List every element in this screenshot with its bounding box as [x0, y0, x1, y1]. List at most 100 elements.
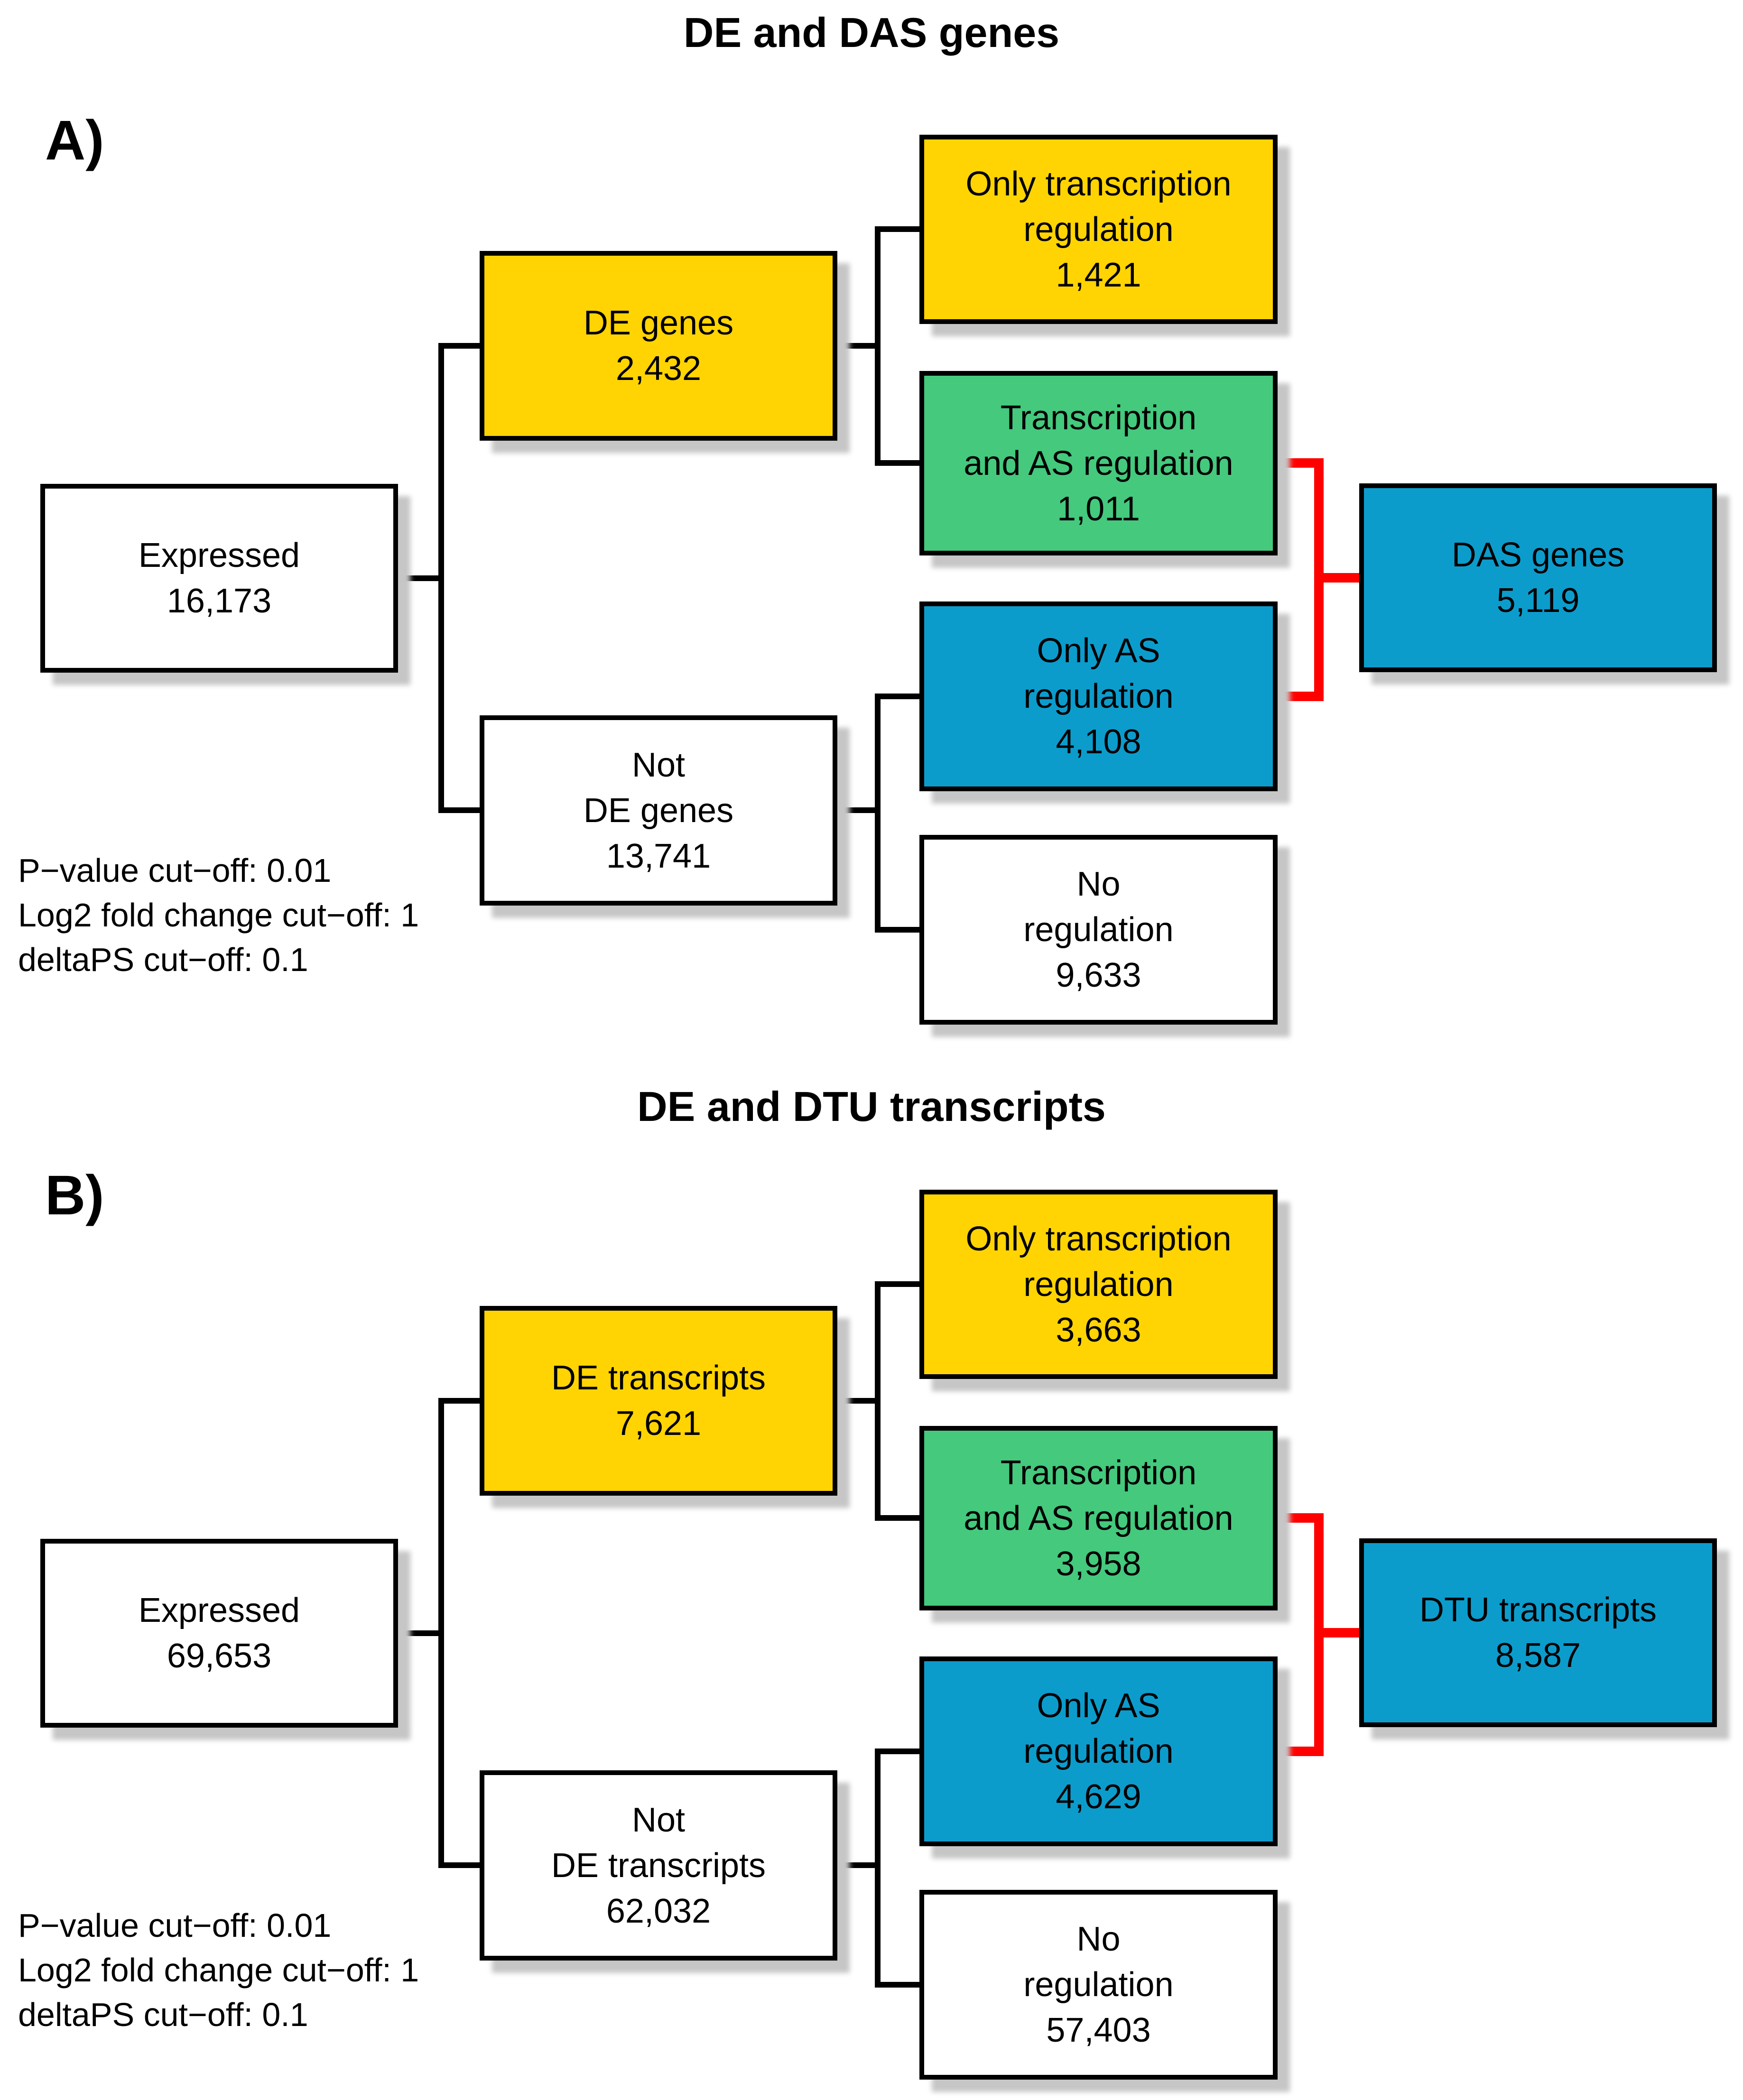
node-only-transcription-regulation-b: Only transcription regulation 3,663 [919, 1190, 1278, 1379]
node-text-line: DAS genes [1451, 536, 1625, 574]
node-text-line: Expressed [138, 1591, 300, 1629]
das-link-line [1278, 458, 1324, 468]
connector-line [837, 1862, 881, 1868]
node-text-line: regulation [1023, 1966, 1174, 2004]
node-transcription-and-as-regulation-a: Transcription and AS regulation 1,011 [919, 371, 1278, 555]
panel-a-title: DE and DAS genes [683, 9, 1060, 56]
node-text-line: Transcription [1000, 398, 1197, 437]
node-only-as-regulation-a: Only AS regulation 4,108 [919, 601, 1278, 791]
connector-line [837, 1398, 881, 1404]
node-text-line: Only transcription [965, 1220, 1232, 1258]
cutoff-line: Log2 fold change cut−off: 1 [18, 897, 419, 934]
connector-line [438, 807, 480, 813]
node-text-line: regulation [1023, 911, 1174, 949]
dtu-link-line [1314, 1628, 1359, 1637]
node-dtu-transcripts: DTU transcripts 8,587 [1359, 1538, 1717, 1727]
connector-line [837, 807, 881, 813]
connector-line [438, 1862, 480, 1868]
connector-line [875, 1281, 919, 1287]
node-value: 4,108 [1056, 723, 1141, 761]
connector-line [875, 226, 919, 232]
node-text-line: Not [631, 1801, 686, 1839]
node-text-line: regulation [1023, 1265, 1174, 1304]
node-only-transcription-regulation-a: Only transcription regulation 1,421 [919, 135, 1278, 324]
connector-line [438, 1398, 444, 1868]
node-das-genes: DAS genes 5,119 [1359, 483, 1717, 672]
node-value: 13,741 [606, 837, 711, 875]
connector-line [875, 694, 881, 933]
cutoff-annotations-a: P−value cut−off: 0.01 Log2 fold change c… [18, 848, 419, 982]
node-text-line: regulation [1023, 210, 1174, 249]
node-value: 16,173 [167, 582, 272, 620]
das-link-line [1314, 573, 1359, 583]
node-value: 2,432 [615, 350, 702, 388]
node-only-as-regulation-b: Only AS regulation 4,629 [919, 1656, 1278, 1846]
panel-b-label: B) [45, 1164, 104, 1227]
connector-line [875, 226, 881, 466]
node-text-line: Not [631, 746, 686, 784]
node-text-line: regulation [1023, 677, 1174, 715]
node-text-line: DE transcripts [551, 1846, 766, 1885]
node-text-line: DE genes [583, 791, 734, 830]
node-text-line: Only transcription [965, 165, 1232, 203]
node-not-de-transcripts: Not DE transcripts 62,032 [480, 1770, 837, 1961]
connector-line [438, 1398, 480, 1404]
node-value: 69,653 [167, 1637, 272, 1675]
node-text-line: DE genes [583, 304, 734, 342]
connector-line [875, 1281, 881, 1521]
node-text-line: DE transcripts [551, 1359, 766, 1397]
dtu-link-line [1278, 1747, 1324, 1756]
connector-line [398, 1630, 444, 1636]
cutoff-line: deltaPS cut−off: 0.1 [18, 941, 308, 978]
panel-a-label: A) [45, 109, 104, 172]
cutoff-line: Log2 fold change cut−off: 1 [18, 1952, 419, 1989]
node-value: 3,958 [1056, 1545, 1141, 1583]
node-value: 62,032 [606, 1892, 711, 1930]
cutoff-line: P−value cut−off: 0.01 [18, 1907, 332, 1944]
node-text-line: No [1076, 865, 1121, 903]
node-text-line: Transcription [1000, 1453, 1197, 1492]
node-not-de-genes: Not DE genes 13,741 [480, 715, 837, 906]
connector-line [875, 1515, 919, 1521]
node-text-line: and AS regulation [964, 1499, 1233, 1537]
node-text-line: DTU transcripts [1419, 1591, 1657, 1629]
node-value: 5,119 [1496, 582, 1580, 620]
connector-line [875, 1982, 919, 1988]
node-value: 1,421 [1056, 256, 1141, 294]
connector-line [875, 927, 919, 933]
connector-line [398, 575, 444, 581]
connector-line [837, 343, 881, 349]
node-expressed-b: Expressed 69,653 [40, 1539, 398, 1728]
connector-line [875, 1748, 881, 1988]
node-de-transcripts: DE transcripts 7,621 [480, 1306, 837, 1496]
connector-line [875, 694, 919, 699]
connector-line [875, 460, 919, 466]
node-text-line: No [1076, 1920, 1121, 1958]
panel-b-title: DE and DTU transcripts [637, 1083, 1106, 1130]
node-no-regulation-b: No regulation 57,403 [919, 1890, 1278, 2080]
node-value: 9,633 [1056, 956, 1141, 994]
node-text-line: Expressed [138, 537, 300, 574]
cutoff-annotations-b: P−value cut−off: 0.01 Log2 fold change c… [18, 1903, 419, 2037]
node-text-line: regulation [1023, 1732, 1174, 1770]
das-link-line [1278, 692, 1324, 701]
node-value: 4,629 [1056, 1778, 1141, 1816]
dtu-link-line [1278, 1513, 1324, 1523]
connector-line [438, 343, 444, 813]
node-value: 8,587 [1495, 1637, 1581, 1674]
connector-line [875, 1748, 919, 1754]
node-text-line: Only AS [1037, 632, 1160, 670]
node-de-genes: DE genes 2,432 [480, 251, 837, 441]
node-value: 1,011 [1057, 490, 1140, 528]
node-value: 3,663 [1056, 1311, 1141, 1349]
node-text-line: and AS regulation [964, 444, 1233, 482]
node-value: 7,621 [615, 1405, 702, 1443]
node-text-line: Only AS [1037, 1687, 1160, 1725]
node-no-regulation-a: No regulation 9,633 [919, 835, 1278, 1025]
cutoff-line: P−value cut−off: 0.01 [18, 852, 332, 889]
connector-line [438, 343, 480, 349]
node-value: 57,403 [1046, 2011, 1151, 2049]
cutoff-line: deltaPS cut−off: 0.1 [18, 1996, 308, 2033]
node-expressed-a: Expressed 16,173 [40, 484, 398, 673]
node-transcription-and-as-regulation-b: Transcription and AS regulation 3,958 [919, 1426, 1278, 1610]
